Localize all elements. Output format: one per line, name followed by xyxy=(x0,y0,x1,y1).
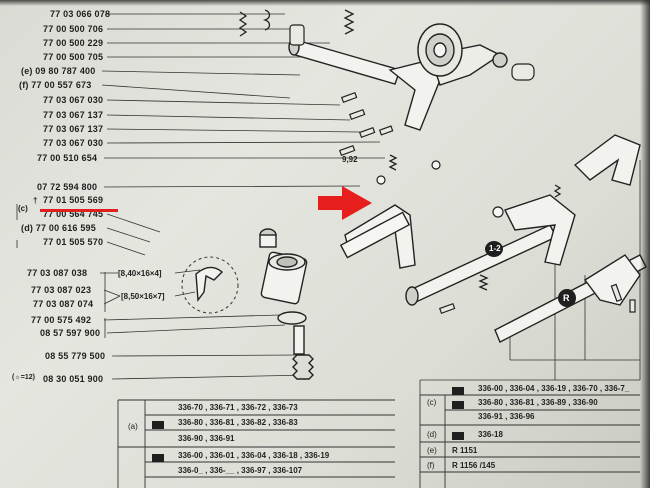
model-codes: 336-80 , 336-81 , 336-89 , 336-90 xyxy=(478,398,598,407)
model-codes: 336-00 , 336-04 , 336-19 , 336-70 , 336-… xyxy=(478,384,630,393)
part-number: 07 72 594 800 xyxy=(37,182,98,192)
shaft-label-r: R xyxy=(563,293,570,303)
part-number: 77 00 510 654 xyxy=(37,153,98,163)
car-body-icon xyxy=(452,432,464,440)
group-c-label: (c) xyxy=(18,204,28,213)
model-codes: 336-00 , 336-01 , 336-04 , 336-18 , 336-… xyxy=(178,451,330,460)
part-number: 08 30 051 900 xyxy=(43,374,104,384)
model-codes: 336-0_ , 336-__ , 336-97 , 336-107 xyxy=(178,466,303,475)
page-edge-shadow xyxy=(640,0,650,488)
shaft-label-1-2: 1-2 xyxy=(489,244,501,253)
car-body-icon xyxy=(452,387,464,395)
row-tag: (f) xyxy=(427,461,435,470)
part-number: (f) 77 00 557 673 xyxy=(19,80,92,90)
part-number: 77 03 067 030 xyxy=(43,95,104,105)
highlighted-part-number: 77 01 505 569 xyxy=(43,195,104,205)
model-codes: 336-90 , 336-91 xyxy=(178,434,235,443)
part-number: 77 03 066 078 xyxy=(50,9,111,19)
row-tag: (c) xyxy=(427,398,437,407)
part-number: 08 57 597 900 xyxy=(40,328,101,338)
dimension-label: [8,40×16×4] xyxy=(118,269,162,278)
model-codes: 336-70 , 336-71 , 336-72 , 336-73 xyxy=(178,403,298,412)
dimension-label: [8,50×16×7] xyxy=(121,292,165,301)
dagger-mark: † xyxy=(33,196,38,205)
part-number: 77 03 067 137 xyxy=(43,110,104,120)
red-arrow-icon xyxy=(318,186,372,220)
row-tag: (d) xyxy=(427,430,437,439)
car-body-icon xyxy=(152,421,164,429)
row-tag: (e) xyxy=(427,446,437,455)
model-codes: 336-18 xyxy=(478,430,503,439)
dimension-label: 9,92 xyxy=(342,155,358,164)
page-top-shadow xyxy=(0,0,650,6)
part-number: (d) 77 00 616 595 xyxy=(21,223,96,233)
model-codes: 336-91 , 336-96 xyxy=(478,412,535,421)
part-number: 77 01 505 570 xyxy=(43,237,104,247)
star-prefix: (☼=12) xyxy=(12,374,35,381)
model-codes: R 1156 /145 xyxy=(452,461,496,470)
part-number: 77 00 500 705 xyxy=(43,52,104,62)
part-number: 77 03 087 074 xyxy=(33,299,94,309)
row-tag: (a) xyxy=(128,422,138,431)
part-number: 77 00 500 706 xyxy=(43,24,104,34)
part-number: 77 03 087 038 xyxy=(27,268,88,278)
model-codes: 336-80 , 336-81 , 336-82 , 336-83 xyxy=(178,418,298,427)
part-number: 77 03 087 023 xyxy=(31,285,92,295)
part-number: 77 03 067 137 xyxy=(43,124,104,134)
part-number: (e) 09 80 787 400 xyxy=(21,66,96,76)
part-number: 77 00 500 229 xyxy=(43,38,104,48)
part-number: 08 55 779 500 xyxy=(45,351,106,361)
part-number: 77 03 067 030 xyxy=(43,138,104,148)
red-underline xyxy=(40,209,118,212)
car-body-icon xyxy=(452,401,464,409)
model-codes: R 1151 xyxy=(452,446,478,455)
car-body-icon xyxy=(152,454,164,462)
part-number: 77 00 575 492 xyxy=(31,315,92,325)
part-number: 77 00 564 745 xyxy=(43,209,104,219)
